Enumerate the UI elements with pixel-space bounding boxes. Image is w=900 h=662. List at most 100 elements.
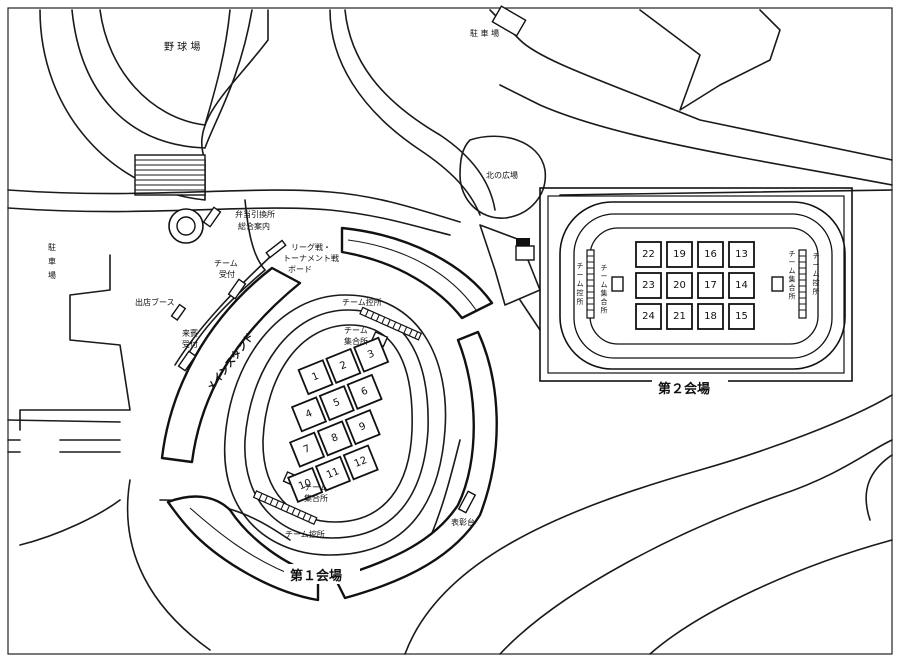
venue2-court: 24 (635, 303, 662, 330)
parking-left-char: 場 (48, 270, 56, 280)
venue2-court-number: 23 (642, 280, 655, 291)
parking-left-label: 駐 車 場 (48, 242, 56, 280)
venue2-court: 19 (666, 241, 693, 268)
vertical-char: 所 (601, 306, 608, 315)
venue2-court: 17 (697, 272, 724, 299)
venue2-court: 22 (635, 241, 662, 268)
guest-reception-label: 来賓 受付 (182, 328, 198, 349)
venue1-court: 9 (344, 409, 381, 446)
bento-booth (202, 206, 222, 228)
v2-team-waiting-right-label: チーム控所 (813, 252, 820, 296)
vertical-char: チ (789, 250, 796, 258)
bento-label: 弁当引換所 (235, 209, 275, 219)
vertical-char: 控 (813, 278, 820, 287)
vertical-char: 集 (601, 289, 608, 298)
venue1-court-number: 10 (297, 477, 313, 492)
venue1-court-number: 6 (360, 386, 370, 399)
vertical-char: ー (601, 273, 608, 281)
team-waiting-bottom-label: チーム控所 (285, 529, 325, 539)
venue2-court: 23 (635, 272, 662, 299)
guest-reception-booth (177, 350, 197, 372)
baseball-stand-steps (134, 154, 206, 196)
venue2-label-box: 第２会場 (652, 377, 728, 397)
svg-text:トーナメント戦: トーナメント戦 (283, 253, 339, 263)
venue1-court-number: 7 (302, 443, 312, 456)
team-reception-label: チーム 受付 (214, 259, 238, 279)
venue1-court-number: 11 (325, 466, 341, 481)
team-waiting-top-label: チーム控所 (342, 297, 382, 307)
north-plaza-label: 北の広場 (486, 170, 518, 180)
wc-building: WC (515, 238, 535, 261)
north-plaza (459, 135, 547, 306)
vertical-char: 合 (601, 297, 608, 306)
vertical-char: 所 (577, 297, 584, 306)
stand-upper-right (340, 226, 494, 320)
venue1-court-number: 8 (330, 432, 340, 445)
svg-text:チーム: チーム (304, 483, 328, 492)
parking-left-char: 駐 (48, 242, 56, 252)
vertical-char: チ (577, 262, 584, 270)
svg-text:受付: 受付 (182, 339, 198, 349)
venue2-court-number: 13 (735, 249, 748, 260)
main-stand (160, 266, 302, 464)
vertical-char: チ (813, 252, 820, 260)
wc-label: WC (517, 240, 527, 247)
venue1-label: 第１会場 (290, 568, 342, 584)
venue1-court: 10 (287, 466, 324, 504)
svg-text:集合所: 集合所 (304, 493, 328, 503)
vertical-char: 集 (789, 275, 796, 284)
stand-lower-left (166, 495, 320, 602)
vertical-char: 所 (789, 292, 796, 301)
venue1-court: 3 (353, 336, 390, 373)
svg-text:チーム: チーム (214, 259, 238, 268)
venue2-court-number: 20 (673, 280, 686, 291)
venue1-court: 2 (325, 347, 362, 385)
svg-text:リーグ戦・: リーグ戦・ (291, 242, 331, 252)
baseball-label: 野 球 場 (164, 40, 200, 53)
venue2-label: 第２会場 (658, 381, 710, 397)
roundabout (168, 208, 204, 244)
v2-gather-box-left (611, 276, 624, 292)
vertical-char: チ (601, 264, 608, 272)
venue2-court-number: 19 (673, 249, 686, 260)
vertical-char: ム (789, 267, 796, 275)
venue2-court: 20 (666, 272, 693, 299)
team-gather-bottom-label: チーム 集合所 (304, 483, 328, 503)
venue2-court: 13 (728, 241, 755, 268)
venue2-court: 15 (728, 303, 755, 330)
venue2-court-number: 22 (642, 249, 655, 260)
v2-gather-box-right (771, 276, 784, 292)
venue2-court: 16 (697, 241, 724, 268)
venue1-court-number: 4 (304, 408, 314, 421)
svg-text:集合所: 集合所 (344, 336, 368, 346)
info-label: 総合案内 (238, 221, 270, 231)
shop-booth-label: 出店ブース (135, 297, 175, 307)
venue1-court: 7 (288, 431, 326, 468)
venue1-court: 4 (290, 396, 328, 433)
venue2-court-number: 21 (673, 311, 686, 322)
team-reception-booth (227, 278, 247, 300)
venue2-court-number: 15 (735, 311, 748, 322)
vertical-char: 所 (813, 287, 820, 296)
venue2-court-number: 14 (735, 280, 748, 291)
vertical-char: 控 (577, 288, 584, 297)
baseball-field (39, 9, 269, 201)
svg-text:チーム: チーム (344, 326, 368, 335)
svg-text:受付: 受付 (219, 269, 235, 279)
venue1-court-number: 9 (358, 421, 368, 434)
venue1-court: 11 (314, 455, 352, 492)
parking-left-char: 車 (48, 256, 56, 266)
vertical-char: ー (813, 261, 820, 269)
vertical-char: ム (601, 281, 608, 289)
vertical-char: ー (577, 271, 584, 279)
venue1-court: 5 (318, 385, 355, 422)
venue1-court: 8 (316, 420, 353, 457)
team-gather-top-label: チーム 集合所 (344, 326, 368, 346)
venue2-court: 14 (728, 272, 755, 299)
